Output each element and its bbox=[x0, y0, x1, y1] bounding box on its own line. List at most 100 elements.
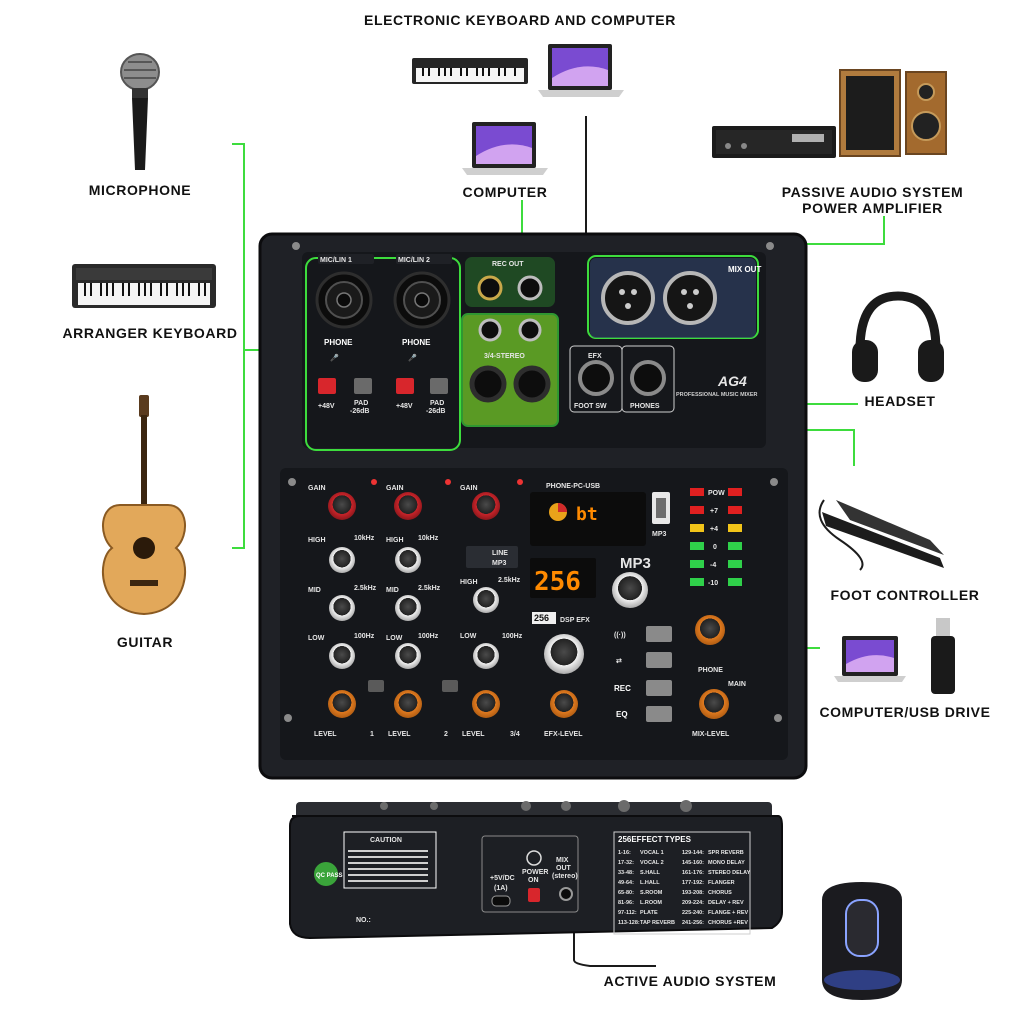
serial-no-label: NO.: bbox=[356, 917, 371, 924]
bt-icon: ((·)) bbox=[614, 632, 626, 639]
phantom-button-ch1[interactable] bbox=[318, 378, 336, 394]
pad-button-ch2[interactable] bbox=[430, 378, 448, 394]
model-label: AG4 bbox=[717, 373, 747, 389]
rec-out-right-jack[interactable] bbox=[517, 275, 543, 301]
dsp-select-knob[interactable] bbox=[544, 634, 584, 674]
mid-label-ch1: MID bbox=[308, 587, 321, 594]
mix-out-3-5mm-jack[interactable] bbox=[559, 887, 573, 901]
low-label-ch2: LOW bbox=[386, 635, 403, 642]
effect-type-cell: 1-16: bbox=[618, 850, 631, 856]
headset-label: HEADSET bbox=[864, 393, 936, 409]
combo-input-ch2[interactable] bbox=[393, 271, 451, 329]
arranger-keyboard-label: ARRANGER KEYBOARD bbox=[62, 325, 238, 341]
cable-active-audio bbox=[573, 900, 656, 967]
speaker-left-icon bbox=[839, 69, 901, 157]
effect-type-cell: 129-144: bbox=[682, 850, 704, 856]
qc-pass-badge bbox=[314, 862, 338, 886]
level-knob-ch34[interactable] bbox=[472, 690, 500, 718]
speaker-right-icon bbox=[905, 71, 947, 155]
foot-controller-label: FOOT CONTROLLER bbox=[830, 587, 980, 603]
foot-sw-jack[interactable] bbox=[578, 360, 614, 396]
efx-send-button-ch2[interactable] bbox=[442, 680, 458, 692]
effect-type-cell: 81-96: bbox=[618, 900, 634, 906]
power-amp-label: (1A) bbox=[494, 885, 508, 892]
phones-label: PHONES bbox=[630, 403, 660, 410]
jack-in-3[interactable] bbox=[469, 365, 507, 403]
power-on-label: ON bbox=[528, 877, 539, 884]
high-knob-ch34[interactable] bbox=[473, 587, 499, 613]
efx-level-knob[interactable] bbox=[550, 690, 578, 718]
phones-jack[interactable] bbox=[630, 360, 666, 396]
laptop-usb-icon bbox=[834, 636, 906, 682]
effect-type-cell: S.ROOM bbox=[640, 890, 663, 896]
rec-button[interactable] bbox=[646, 680, 672, 696]
rec-out-left-jack[interactable] bbox=[477, 275, 503, 301]
ch2-label: MIC/LIN 2 bbox=[398, 257, 430, 264]
main-mix-knob[interactable] bbox=[699, 689, 729, 719]
ch2-number: 2 bbox=[444, 731, 448, 738]
usb-mp3-label: MP3 bbox=[652, 531, 667, 538]
level-label-ch2: LEVEL bbox=[388, 731, 411, 738]
mid-freq-ch2: 2.5kHz bbox=[418, 585, 441, 592]
high-knob-ch1[interactable] bbox=[329, 547, 355, 573]
ch34-number: 3/4 bbox=[510, 731, 520, 738]
mic-icon-ch2: 🎤 bbox=[408, 353, 417, 362]
level-knob-ch2[interactable] bbox=[394, 690, 422, 718]
arranger-keyboard-icon bbox=[72, 264, 216, 308]
low-knob-ch1[interactable] bbox=[329, 643, 355, 669]
jack-in-4[interactable] bbox=[513, 365, 551, 403]
low-knob-ch34[interactable] bbox=[473, 643, 499, 669]
xlr-mix-out-right[interactable] bbox=[663, 271, 717, 325]
input-zone-highlight bbox=[305, 257, 461, 451]
high-knob-ch2[interactable] bbox=[395, 547, 421, 573]
rca-in-3[interactable] bbox=[478, 318, 502, 342]
phantom-label-ch1: +48V bbox=[318, 403, 335, 410]
eq-button[interactable] bbox=[646, 706, 672, 722]
gain-knob-ch2[interactable] bbox=[394, 492, 422, 520]
pad-label-ch1: PAD bbox=[354, 400, 368, 407]
computer-usb-drive-label: COMPUTER/USB DRIVE bbox=[819, 704, 991, 720]
phone-level-knob[interactable] bbox=[695, 615, 725, 645]
meter-label-pow: POW bbox=[708, 490, 725, 497]
mix-level-label: MIX-LEVEL bbox=[692, 731, 730, 738]
efx-send-button-ch1[interactable] bbox=[368, 680, 384, 692]
xlr-mix-out-left[interactable] bbox=[601, 271, 655, 325]
mp3-control-knob[interactable] bbox=[612, 572, 648, 608]
passive-audio-line2: POWER AMPLIFIER bbox=[802, 200, 943, 216]
phone-label-ch2: PHONE bbox=[402, 338, 431, 347]
high-label-ch2: HIGH bbox=[386, 537, 404, 544]
effect-type-cell: L.HALL bbox=[640, 880, 660, 886]
effect-type-cell: S.HALL bbox=[640, 870, 661, 876]
meter-label-plus7: +7 bbox=[710, 508, 718, 515]
ch1-label: MIC/LIN 1 bbox=[320, 257, 352, 264]
power-label: POWER bbox=[522, 869, 548, 876]
effect-type-cell: 161-176: bbox=[682, 870, 704, 876]
stereo-34-label: 3/4-STEREO bbox=[484, 353, 525, 360]
effect-type-cell: CHORUS +REV bbox=[708, 920, 748, 926]
rca-in-4[interactable] bbox=[518, 318, 542, 342]
low-freq-ch1: 100Hz bbox=[354, 633, 375, 640]
effect-type-cell: DELAY + REV bbox=[708, 900, 744, 906]
combo-input-ch1[interactable] bbox=[315, 271, 373, 329]
laptop-top-icon bbox=[538, 44, 624, 97]
effect-type-cell: TAP REVERB bbox=[640, 920, 675, 926]
power-switch[interactable] bbox=[528, 888, 540, 902]
guitar-label: GUITAR bbox=[116, 634, 174, 650]
active-audio-system-label: ACTIVE AUDIO SYSTEM bbox=[603, 973, 777, 989]
pad-button-ch1[interactable] bbox=[354, 378, 372, 394]
low-knob-ch2[interactable] bbox=[395, 643, 421, 669]
level-meter: POW +7 +4 0 -4 -10 bbox=[690, 488, 742, 587]
level-knob-ch1[interactable] bbox=[328, 690, 356, 718]
effect-type-cell: STEREO DELAY bbox=[708, 870, 751, 876]
gain-knob-ch1[interactable] bbox=[328, 492, 356, 520]
caution-label: CAUTION bbox=[370, 837, 402, 844]
usb-c-power-port[interactable] bbox=[491, 895, 511, 907]
bt-button[interactable] bbox=[646, 626, 672, 642]
repeat-button[interactable] bbox=[646, 652, 672, 668]
gain-knob-ch34[interactable] bbox=[472, 492, 500, 520]
effect-type-cell: CHORUS bbox=[708, 890, 732, 896]
phantom-button-ch2[interactable] bbox=[396, 378, 414, 394]
mid-knob-ch2[interactable] bbox=[395, 595, 421, 621]
mid-knob-ch1[interactable] bbox=[329, 595, 355, 621]
